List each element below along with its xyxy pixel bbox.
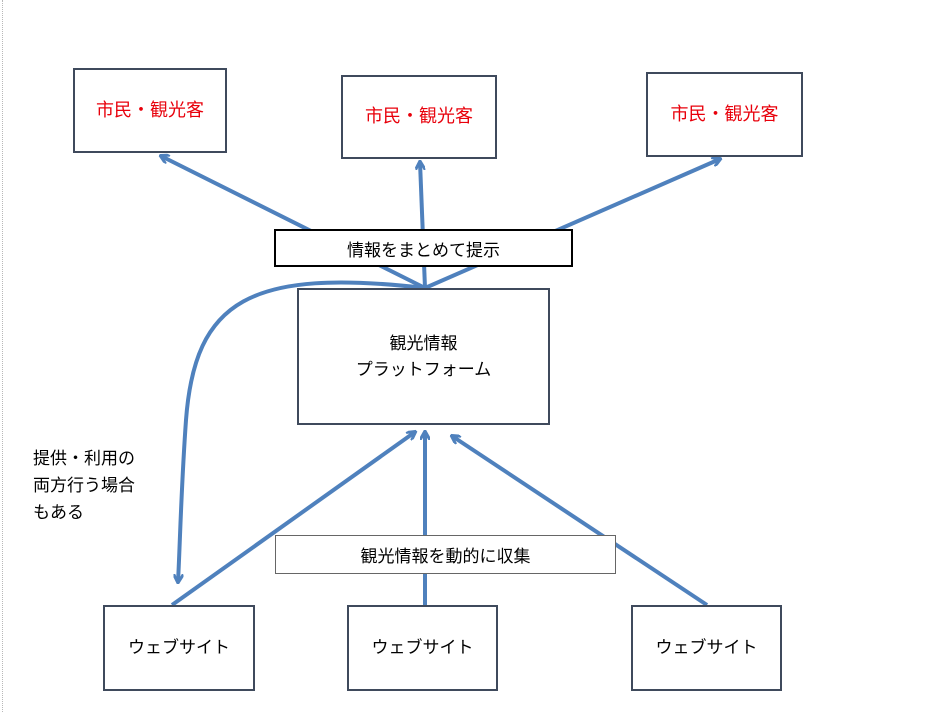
present-label-box: 情報をまとめて提示	[274, 229, 573, 267]
arrow-from-website-left	[170, 432, 415, 607]
website-label: ウェブサイト	[128, 638, 230, 658]
side-note-line1: 提供・利用の	[33, 449, 135, 469]
platform-box: 観光情報 プラットフォーム	[297, 288, 550, 425]
audience-box-left: 市民・観光客	[73, 68, 227, 153]
arrow-curve-to-website	[178, 280, 426, 582]
side-note-line2: 両方行う場合	[33, 476, 135, 496]
side-note: 提供・利用の 両方行う場合 もある	[33, 446, 135, 527]
platform-title-line2: プラットフォーム	[355, 359, 492, 380]
website-box-left: ウェブサイト	[103, 605, 255, 691]
website-label: ウェブサイト	[371, 638, 474, 658]
arrow-from-website-right	[452, 436, 709, 607]
arrow-to-audience-center	[420, 162, 427, 289]
collect-label-box: 観光情報を動的に収集	[275, 535, 616, 574]
collect-label: 観光情報を動的に収集	[360, 547, 531, 567]
present-label: 情報をまとめて提示	[347, 240, 500, 261]
website-box-right: ウェブサイト	[631, 605, 782, 691]
audience-label: 市民・観光客	[365, 106, 473, 127]
audience-label: 市民・観光客	[670, 103, 779, 125]
arrow-to-audience-left	[161, 156, 426, 290]
arrow-to-audience-right	[424, 159, 720, 290]
platform-title-line1: 観光情報	[389, 333, 458, 354]
website-box-center: ウェブサイト	[347, 605, 498, 691]
audience-box-right: 市民・観光客	[646, 72, 803, 157]
side-note-line3: もある	[33, 503, 84, 523]
website-label: ウェブサイト	[655, 638, 758, 658]
audience-label: 市民・観光客	[96, 99, 204, 121]
left-border-dots	[2, 0, 3, 712]
audience-box-center: 市民・観光客	[341, 75, 497, 159]
